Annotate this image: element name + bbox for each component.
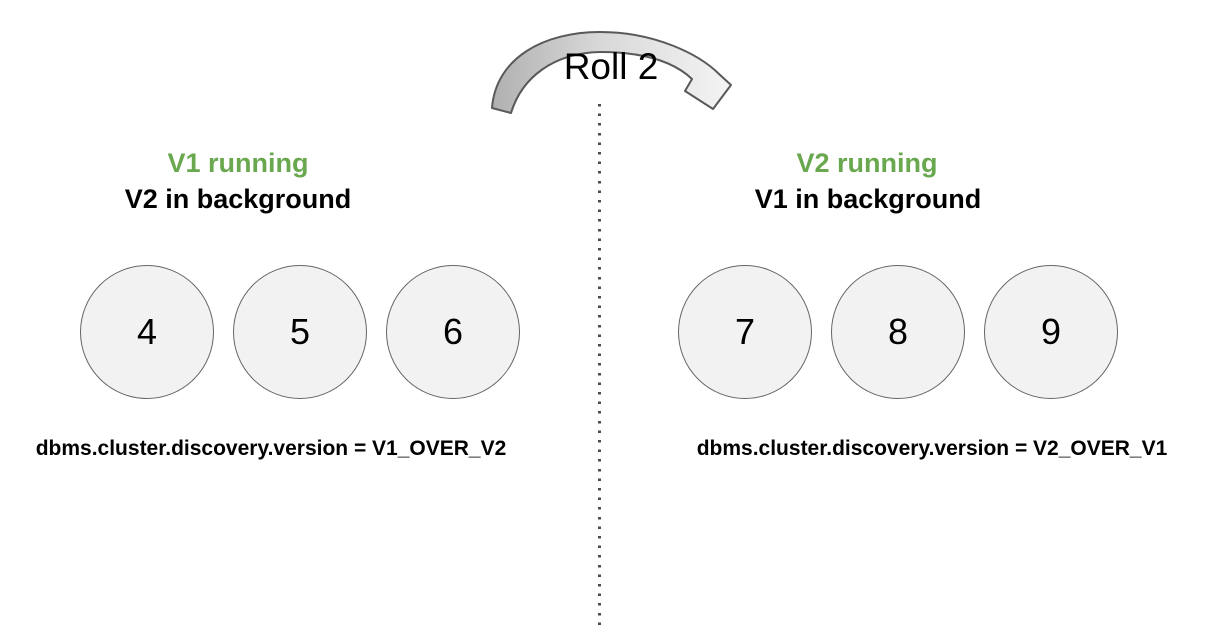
server-node: 8	[831, 265, 965, 399]
phase-divider-dotted-line	[598, 104, 601, 627]
server-number: 7	[734, 311, 756, 352]
right-server-row: 7 8 9	[678, 265, 1118, 399]
server-node: 9	[984, 265, 1118, 399]
server-number: 9	[1040, 311, 1062, 352]
left-running-status-label: V1 running	[167, 148, 309, 178]
server-node: 7	[678, 265, 812, 399]
left-server-row: 4 5 6	[80, 265, 520, 399]
server-number: 6	[442, 311, 464, 352]
server-number: 5	[289, 311, 311, 352]
server-number: 4	[136, 311, 158, 352]
right-background-status-label: V1 in background	[754, 184, 982, 214]
server-node: 4	[80, 265, 214, 399]
roll-arrow-icon	[491, 31, 732, 114]
right-running-status-label: V2 running	[796, 148, 938, 178]
roll-label: Roll 2	[563, 46, 659, 87]
right-config-setting-text: dbms.cluster.discovery.version = V2_OVER…	[696, 437, 1168, 460]
server-node: 5	[233, 265, 367, 399]
server-number: 8	[887, 311, 909, 352]
server-node: 6	[386, 265, 520, 399]
left-background-status-label: V2 in background	[124, 184, 352, 214]
left-config-setting-text: dbms.cluster.discovery.version = V1_OVER…	[35, 437, 507, 460]
